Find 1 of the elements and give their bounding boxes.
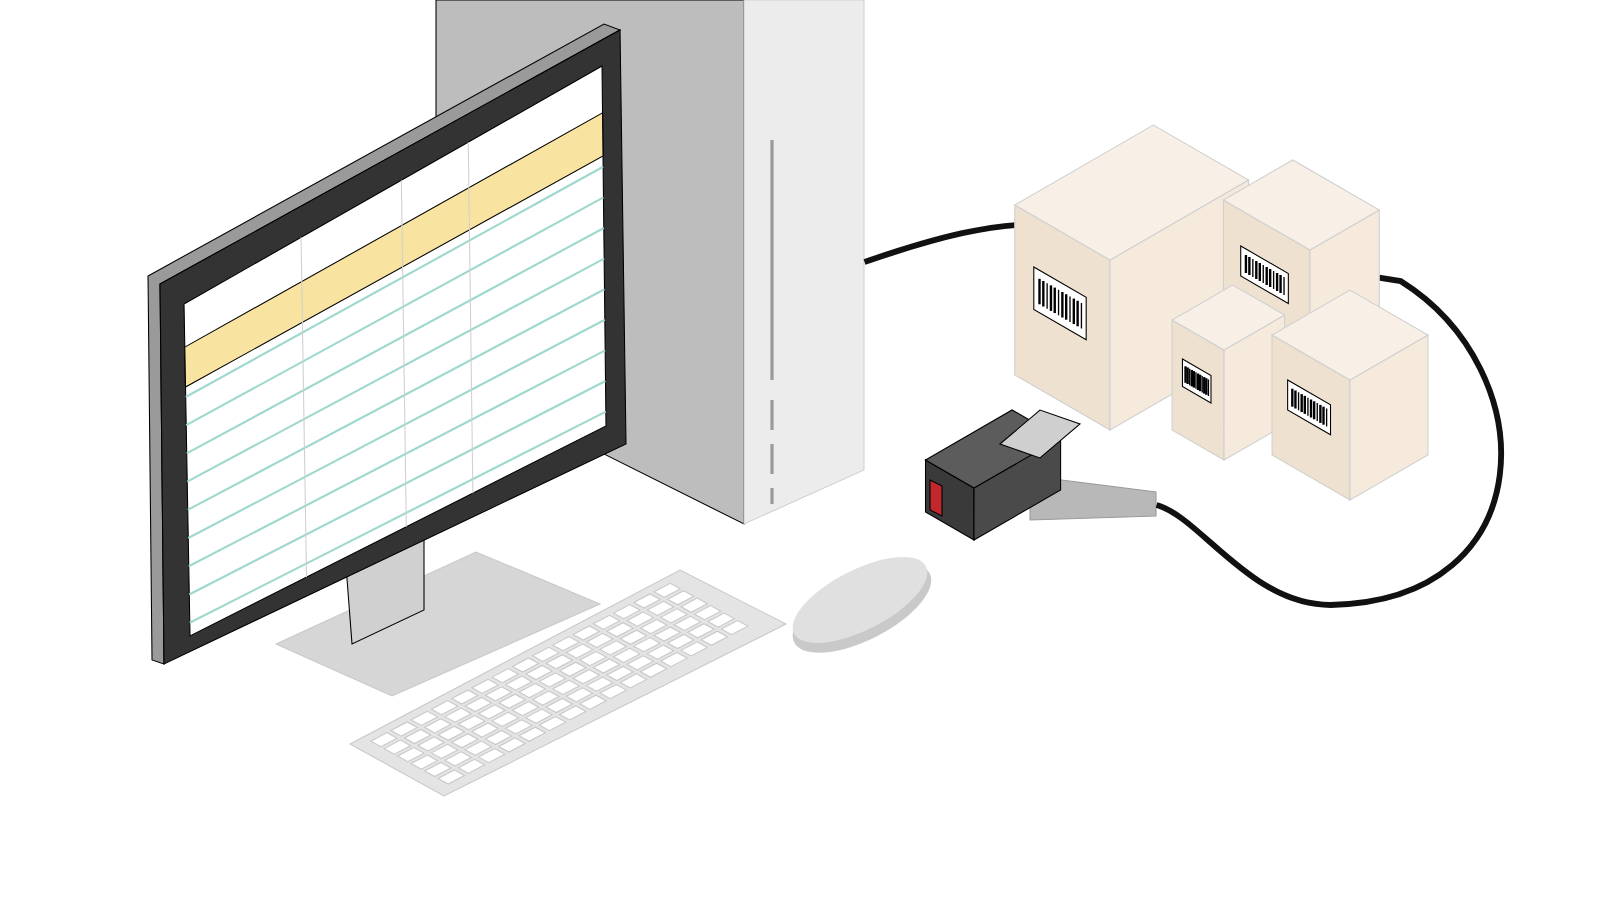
barcode-scanner-drawing — [924, 409, 1157, 541]
